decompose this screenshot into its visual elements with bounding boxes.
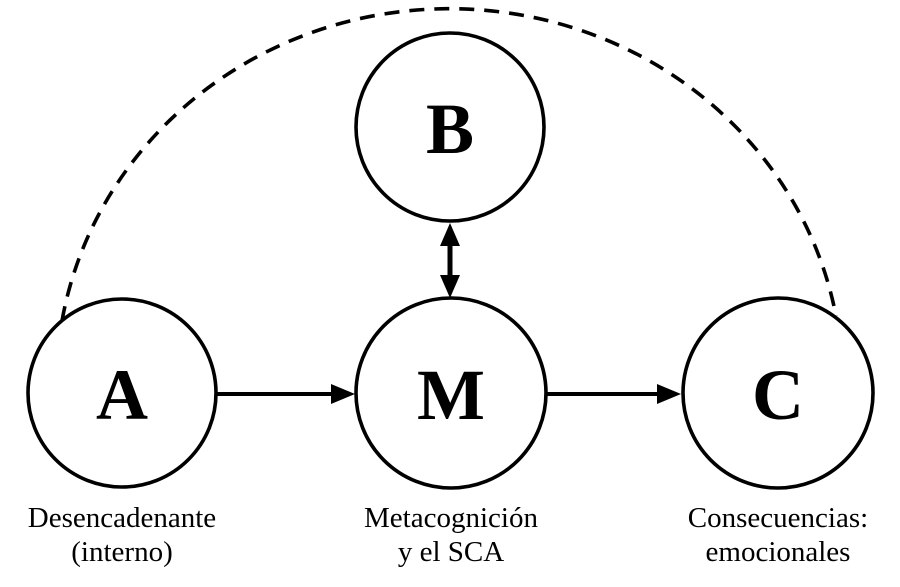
node-a-label-line2: (interno) <box>71 536 172 568</box>
arrow-a-to-m-head <box>331 384 355 404</box>
node-a-label-line1: Desencadenante <box>28 502 216 534</box>
node-a-letter: A <box>96 355 148 435</box>
node-b-letter: B <box>426 89 474 169</box>
node-m-letter: M <box>417 355 485 435</box>
node-a: A <box>26 297 218 489</box>
node-a-circle <box>26 297 218 489</box>
node-a-label: Desencadenante (interno) <box>28 502 216 568</box>
node-m-circle <box>354 296 548 490</box>
node-c: C <box>681 296 875 490</box>
node-c-label-line1: Consecuencias: <box>688 502 868 534</box>
node-c-letter: C <box>752 355 804 435</box>
node-c-label: Consecuencias: emocionales <box>688 502 868 568</box>
arrow-m-to-c-head <box>657 384 681 404</box>
double-arrow-b-m-head-up <box>440 223 460 246</box>
node-m-label-line1: Metacognición <box>364 502 538 534</box>
edge-double-arrow-b-m <box>440 223 460 298</box>
edge-dashed-arc-a-to-c <box>60 6 838 322</box>
node-c-label-line2: emocionales <box>706 536 851 568</box>
edge-arrow-m-to-c <box>547 384 681 404</box>
node-m: M <box>354 296 548 490</box>
double-arrow-b-m-head-down <box>440 275 460 298</box>
node-b-circle <box>354 31 546 223</box>
node-m-label-line2: y el SCA <box>398 536 504 568</box>
node-c-circle <box>681 296 875 490</box>
edge-arrow-a-to-m <box>217 384 355 404</box>
node-m-label: Metacognición y el SCA <box>364 502 538 568</box>
node-b: B <box>354 31 546 223</box>
